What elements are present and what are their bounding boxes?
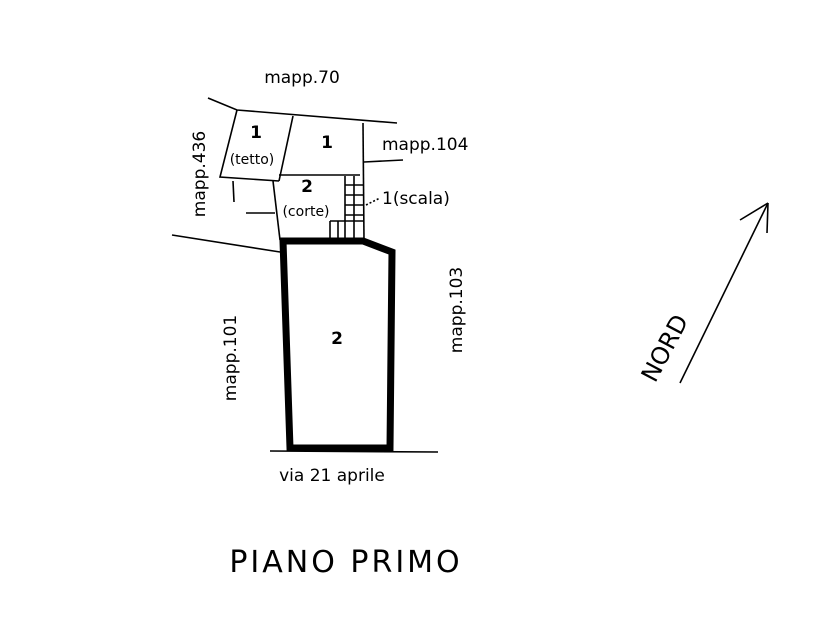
- label-street: via 21 aprile: [279, 466, 385, 486]
- plan-title: PIANO PRIMO: [229, 545, 462, 580]
- label-west-lower-neighbor: mapp.101: [221, 315, 241, 401]
- main-unit-number: 2: [331, 329, 343, 349]
- label-east-lower-neighbor: mapp.103: [447, 267, 467, 353]
- court-number: 2: [301, 177, 313, 197]
- roof-label: (tetto): [230, 152, 275, 168]
- court-label: (corte): [282, 204, 329, 220]
- roof-number: 1: [250, 123, 262, 143]
- room-number: 1: [321, 133, 333, 153]
- stairs: [329, 176, 381, 238]
- stair-label: 1(scala): [382, 189, 450, 209]
- main-unit-outline: [279, 237, 396, 452]
- north-arrow-icon: [679, 202, 769, 384]
- label-north-neighbor: mapp.70: [264, 68, 340, 88]
- north-label: NORD: [636, 310, 695, 387]
- label-east-upper-neighbor: mapp.104: [382, 135, 468, 155]
- label-west-neighbor: mapp.436: [190, 131, 210, 217]
